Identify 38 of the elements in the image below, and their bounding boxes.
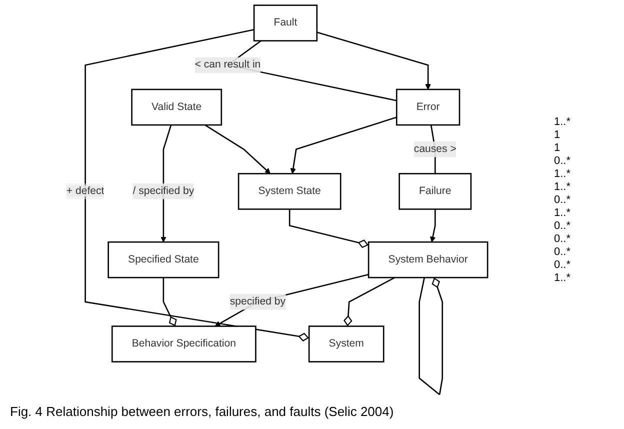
multiplicity-label: 0..* — [554, 259, 572, 271]
edge-label: / specified by — [132, 185, 194, 197]
edge-label: + defect — [66, 185, 104, 197]
multiplicity-label: 0..* — [554, 246, 572, 258]
multiplicity-label: 0..* — [554, 194, 572, 206]
node-box: Behavior Specification — [111, 326, 256, 362]
multiplicity-label: 0..* — [554, 233, 572, 245]
node-box: System State — [238, 172, 342, 210]
arrow — [204, 124, 271, 174]
multiplicity-label: 1..* — [554, 207, 572, 219]
arrow — [290, 116, 397, 174]
multiplicity-label: 1 — [554, 142, 562, 154]
figure-caption: Fig. 4 Relationship between errors, failures, and faults (Selic 2004) — [9, 403, 395, 421]
connector — [162, 278, 177, 327]
connector — [84, 28, 310, 342]
multiplicity-label: 1 — [554, 129, 562, 141]
multiplicity-label: 1..* — [554, 272, 572, 284]
node-box: Specified State — [108, 241, 220, 278]
multiplicity-label: 1..* — [554, 116, 572, 128]
edge-label: causes > — [414, 143, 456, 155]
node-box: Fault — [253, 4, 318, 42]
arrow — [430, 209, 436, 242]
node-box: Failure — [398, 172, 472, 210]
multiplicity-label: 0..* — [554, 220, 572, 232]
multiplicity-label: 1..* — [554, 168, 572, 180]
node-box: System Behavior — [368, 241, 488, 278]
node-box: Valid State — [131, 88, 222, 126]
edge-label: < can result in — [194, 59, 261, 70]
arrow — [316, 32, 431, 90]
node-box: System — [308, 326, 384, 362]
multiplicity-label: 0..* — [554, 155, 572, 167]
connector — [288, 209, 369, 248]
arrow — [214, 274, 369, 326]
multiplicity-label: 1..* — [554, 181, 572, 193]
connector — [418, 277, 444, 396]
connector — [344, 276, 396, 326]
node-box: Error — [396, 88, 460, 126]
edge-label: specified by — [230, 296, 286, 308]
